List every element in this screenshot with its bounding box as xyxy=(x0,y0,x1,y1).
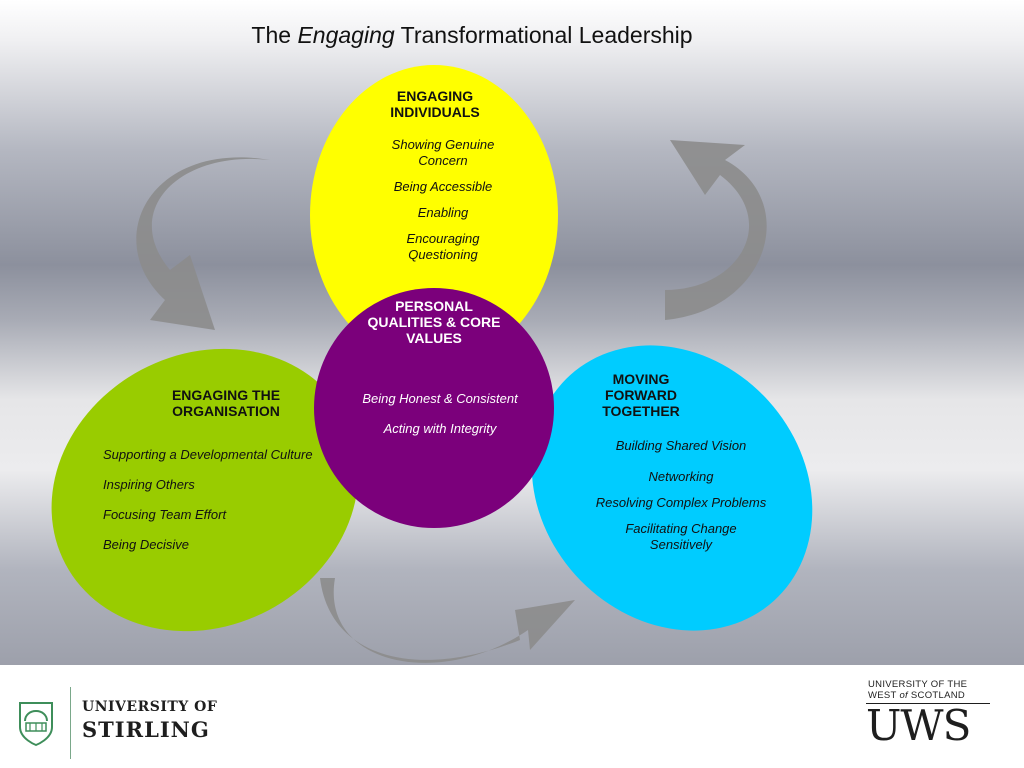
core-item: Acting with Integrity xyxy=(383,421,497,436)
together-heading-line-1: MOVING xyxy=(612,371,670,387)
core-heading-line-1: PERSONAL xyxy=(395,298,473,314)
title-emphasis: Engaging xyxy=(297,22,395,48)
individuals-item: Being Accessible xyxy=(393,179,493,194)
individuals-item: Showing Genuine Concern xyxy=(391,137,495,168)
cycle-arrow-right xyxy=(665,140,767,320)
individuals-heading-line-2: INDIVIDUALS xyxy=(390,104,480,120)
footer: UNIVERSITY OF STIRLING UNIVERSITY OF THE… xyxy=(0,665,1024,768)
uws-logo-line-2-post: SCOTLAND xyxy=(910,690,966,701)
stirling-logo-line-2: STIRLING xyxy=(82,717,210,742)
organisation-item: Being Decisive xyxy=(103,537,189,552)
individuals-heading-block: ENGAGING INDIVIDUALS xyxy=(360,88,510,120)
together-heading-block: MOVING FORWARD TOGETHER xyxy=(581,371,701,419)
individuals-item: Encouraging Questioning xyxy=(406,231,480,262)
uws-logo-line-1: UNIVERSITY OF THE xyxy=(868,679,968,690)
individuals-ellipse xyxy=(310,65,558,365)
cycle-arrow-bottom xyxy=(320,578,575,663)
together-item: Networking xyxy=(648,469,714,484)
uws-logo-line-2-pre: WEST xyxy=(868,690,897,701)
organisation-heading-line-1: ENGAGING THE xyxy=(171,387,281,403)
organisation-item: Supporting a Developmental Culture xyxy=(103,447,313,462)
organisation-item: Focusing Team Effort xyxy=(103,507,227,522)
core-heading-line-3: VALUES xyxy=(406,330,462,346)
organisation-ellipse xyxy=(51,348,359,632)
individuals-heading-line-1: ENGAGING xyxy=(396,88,474,104)
title-prefix: The xyxy=(251,22,292,48)
core-heading-line-2: QUALITIES & CORE xyxy=(367,314,501,330)
together-item: Resolving Complex Problems xyxy=(595,495,767,510)
organisation-heading-line-2: ORGANISATION xyxy=(172,403,280,419)
core-heading-block: PERSONAL QUALITIES & CORE VALUES xyxy=(344,298,524,346)
together-heading-line-2: FORWARD xyxy=(604,387,678,403)
uws-logo-line-2-em: of xyxy=(899,690,908,701)
core-item: Being Honest & Consistent xyxy=(362,391,518,406)
together-ellipse xyxy=(531,345,813,631)
title-suffix: Transformational Leadership xyxy=(400,22,693,48)
individuals-items: Showing Genuine Concern Being Accessible… xyxy=(373,137,513,263)
organisation-items: Supporting a Developmental Culture Inspi… xyxy=(103,445,313,555)
core-ellipse xyxy=(314,288,554,528)
uws-rule xyxy=(866,703,990,704)
stirling-logo: UNIVERSITY OF STIRLING xyxy=(16,687,256,759)
slide-title: The Engaging Transformational Leadership xyxy=(0,22,944,49)
stirling-crest-icon xyxy=(19,702,53,747)
organisation-item: Inspiring Others xyxy=(103,477,195,492)
together-item: Facilitating Change Sensitively xyxy=(625,521,737,552)
core-items: Being Honest & Consistent Acting with In… xyxy=(360,389,520,439)
uws-logo-mark: UWS xyxy=(866,701,971,750)
uws-logo: UNIVERSITY OF THE WEST of SCOTLAND UWS xyxy=(866,679,996,759)
together-item: Building Shared Vision xyxy=(615,438,747,453)
leadership-diagram xyxy=(51,65,813,663)
together-heading-line-3: TOGETHER xyxy=(602,403,680,419)
cycle-arrow-left xyxy=(136,157,270,330)
organisation-heading-block: ENGAGING THE ORGANISATION xyxy=(140,387,312,419)
stirling-divider xyxy=(70,687,71,759)
uws-logo-line-2: WEST of SCOTLAND xyxy=(868,690,965,701)
together-items: Building Shared Vision Networking Resolv… xyxy=(576,438,786,553)
individuals-item: Enabling xyxy=(417,205,469,220)
stirling-logo-line-1: UNIVERSITY OF xyxy=(82,699,218,715)
